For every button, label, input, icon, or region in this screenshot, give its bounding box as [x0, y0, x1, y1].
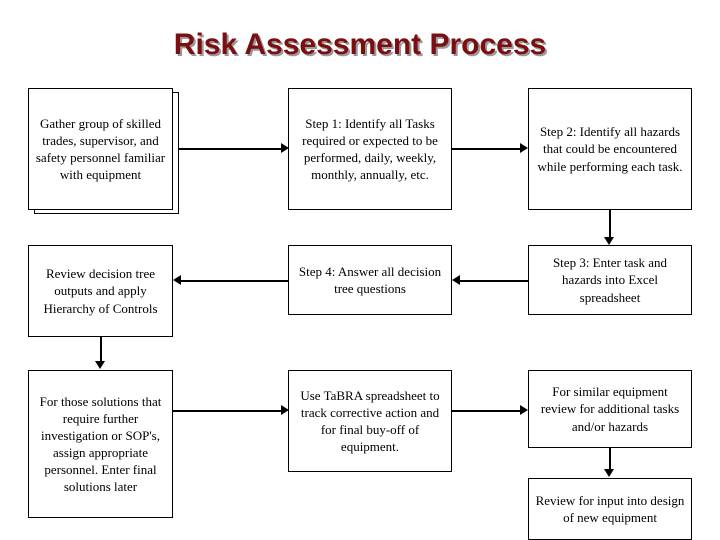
flow-box-step-1-identify-tasks[interactable]: Step 1: Identify all Tasks required or e…: [288, 88, 452, 210]
connector-step1-to-step2-line: [452, 148, 520, 150]
flow-box-label: Step 3: Enter task and hazards into Exce…: [552, 255, 668, 305]
connector-review-tree-to-assign-line: [100, 337, 102, 362]
connector-step1-to-step2-arrowhead: [520, 143, 528, 153]
flow-box-label: Use TaBRA spreadsheet to track correctiv…: [300, 387, 440, 455]
connector-tabra-to-similar-arrowhead: [520, 405, 528, 415]
flow-box-step-4-answer-questions[interactable]: Step 4: Answer all decision tree questio…: [288, 245, 452, 315]
flow-box-gather-group[interactable]: Gather group of skilled trades, supervis…: [28, 88, 173, 210]
connector-gather-to-step1-arrowhead: [281, 143, 289, 153]
connector-assign-to-tabra-line: [173, 410, 281, 412]
flow-box-label: For those solutions that require further…: [39, 393, 162, 495]
flow-box-label: Step 2: Identify all hazards that could …: [537, 124, 683, 174]
flow-box-label: Step 1: Identify all Tasks required or e…: [302, 115, 438, 183]
page-title: Risk Assessment Process: [173, 28, 547, 61]
flow-box-use-tabra-spreadsheet[interactable]: Use TaBRA spreadsheet to track correctiv…: [288, 370, 452, 472]
flow-box-step-3-enter-task-hazards[interactable]: Step 3: Enter task and hazards into Exce…: [528, 245, 692, 315]
connector-step2-to-step3-line: [609, 208, 611, 238]
flow-box-review-decision-tree-outputs[interactable]: Review decision tree outputs and apply H…: [28, 245, 173, 337]
flow-box-step-2-identify-hazards[interactable]: Step 2: Identify all hazards that could …: [528, 88, 692, 210]
connector-assign-to-tabra-arrowhead: [281, 405, 289, 415]
flow-box-label: Review decision tree outputs and apply H…: [43, 266, 158, 316]
flow-box-label: Gather group of skilled trades, supervis…: [35, 115, 166, 183]
connector-step4-to-review-tree-arrowhead: [173, 275, 181, 285]
flow-box-review-input-design[interactable]: Review for input into design of new equi…: [528, 478, 692, 540]
flow-box-label: Review for input into design of new equi…: [535, 492, 685, 525]
connector-step3-to-step4-arrowhead: [452, 275, 460, 285]
flow-box-assign-personnel-solutions[interactable]: For those solutions that require further…: [28, 370, 173, 518]
flow-box-similar-equipment-review[interactable]: For similar equipment review for additio…: [528, 370, 692, 448]
connector-step2-to-step3-arrowhead: [604, 237, 614, 245]
connector-similar-to-design-arrowhead: [604, 469, 614, 477]
connector-review-tree-to-assign-arrowhead: [95, 361, 105, 369]
connector-step4-to-review-tree-line: [181, 280, 288, 282]
connector-tabra-to-similar-line: [452, 410, 520, 412]
flow-box-label: Step 4: Answer all decision tree questio…: [298, 263, 442, 296]
connector-gather-to-step1-line: [177, 148, 281, 150]
connector-step3-to-step4-line: [460, 280, 528, 282]
flow-box-label: For similar equipment review for additio…: [540, 384, 680, 434]
connector-similar-to-design-line: [609, 448, 611, 470]
